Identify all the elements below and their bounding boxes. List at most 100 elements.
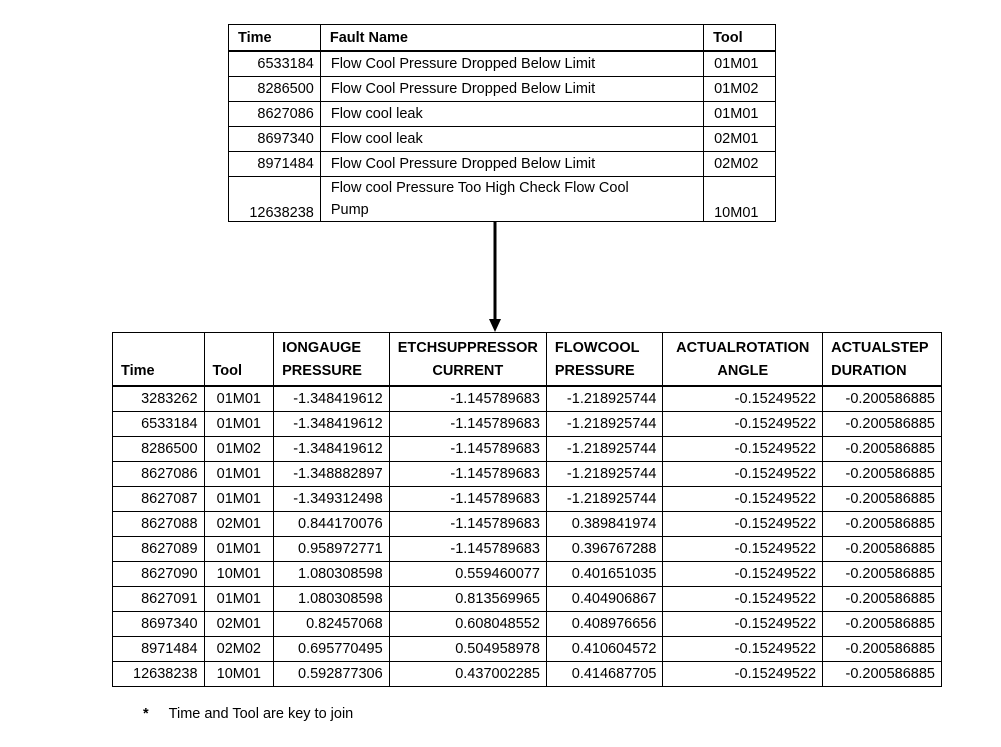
header-line: ACTUALROTATION [676,340,810,356]
tool-cell: 01M01 [203,536,275,562]
actualrotation-angle-cell: -0.15249522 [662,661,824,687]
flowcool-pressure-cell: 0.396767288 [545,536,664,562]
table-row: 8286500 Flow Cool Pressure Dropped Below… [228,76,776,102]
actualstep-duration-cell: -0.200586885 [822,461,942,487]
actualrotation-angle-cell: -0.15249522 [662,486,824,512]
iongauge-pressure-cell: 0.695770495 [273,636,390,662]
actualstep-duration-cell: -0.200586885 [822,411,942,437]
iongauge-pressure-cell: -1.348419612 [273,385,390,412]
actualrotation-angle-cell: -0.15249522 [662,436,824,462]
table-row: 6533184 Flow Cool Pressure Dropped Below… [228,50,776,77]
header-tool: Tool [203,332,275,387]
actualrotation-angle-cell: -0.15249522 [662,586,824,612]
header-tool: Tool [703,24,776,52]
actualstep-duration-cell: -0.200586885 [822,661,942,687]
header-actualrotation-angle: ACTUALROTATION ANGLE [662,332,824,387]
time-cell: 6533184 [228,50,321,77]
table-row: 8627086 Flow cool leak 01M01 [228,101,776,127]
etchsuppressor-current-cell: -1.145789683 [388,411,547,437]
actualstep-duration-cell: -0.200586885 [822,611,942,637]
flowcool-pressure-cell: 0.414687705 [545,661,664,687]
footnote: *Time and Tool are key to join [143,706,353,722]
header-time: Time [228,24,321,52]
actualstep-duration-cell: -0.200586885 [822,561,942,587]
tool-cell: 10M01 [703,176,776,222]
time-cell: 8697340 [228,126,321,152]
etchsuppressor-current-cell: -1.145789683 [388,511,547,537]
tool-cell: 01M01 [203,486,275,512]
flowcool-pressure-cell: -1.218925744 [545,486,664,512]
flowcool-pressure-cell: 0.408976656 [545,611,664,637]
flowcool-pressure-cell: 0.401651035 [545,561,664,587]
time-cell: 8627087 [112,486,205,512]
flowcool-pressure-cell: 0.404906867 [545,586,664,612]
etchsuppressor-current-cell: -1.145789683 [388,436,547,462]
iongauge-pressure-cell: 0.82457068 [273,611,390,637]
actualrotation-angle-cell: -0.15249522 [662,536,824,562]
tool-cell: 10M01 [203,561,275,587]
time-cell: 8627086 [112,461,205,487]
actualstep-duration-cell: -0.200586885 [822,436,942,462]
iongauge-pressure-cell: 1.080308598 [273,586,390,612]
tool-cell: 01M02 [703,76,776,102]
header-line: DURATION [831,363,907,379]
iongauge-pressure-cell: -1.349312498 [273,486,390,512]
etchsuppressor-current-cell: -1.145789683 [388,536,547,562]
fault-name-cell: Flow Cool Pressure Dropped Below Limit [319,76,705,102]
flowcool-pressure-cell: -1.218925744 [545,385,664,412]
etchsuppressor-current-cell: 0.437002285 [388,661,547,687]
tool-cell: 01M01 [203,411,275,437]
time-cell: 8627086 [228,101,321,127]
etchsuppressor-current-cell: 0.504958978 [388,636,547,662]
actualrotation-angle-cell: -0.15249522 [662,411,824,437]
actualrotation-angle-cell: -0.15249522 [662,636,824,662]
etchsuppressor-current-cell: -1.145789683 [388,385,547,412]
iongauge-pressure-cell: 0.958972771 [273,536,390,562]
fault-name-line: Flow cool Pressure Too High Check Flow C… [330,180,629,196]
flowcool-pressure-cell: -1.218925744 [545,436,664,462]
fault-name-cell: Flow Cool Pressure Dropped Below Limit [319,151,705,177]
header-line: PRESSURE [554,363,635,379]
header-line: CURRENT [432,363,504,379]
actualstep-duration-cell: -0.200586885 [822,536,942,562]
actualrotation-angle-cell: -0.15249522 [662,611,824,637]
iongauge-pressure-cell: 0.592877306 [273,661,390,687]
iongauge-pressure-cell: 1.080308598 [273,561,390,587]
tool-cell: 01M01 [203,586,275,612]
fault-name-cell: Flow Cool Pressure Dropped Below Limit [319,50,705,77]
header-fault-name: Fault Name [319,24,705,52]
header-line: FLOWCOOL [554,340,640,356]
actualstep-duration-cell: -0.200586885 [822,636,942,662]
header-flowcool-pressure: FLOWCOOL PRESSURE [545,332,664,387]
tool-cell: 10M01 [203,661,275,687]
time-cell: 3283262 [112,385,205,412]
etchsuppressor-current-cell: 0.608048552 [388,611,547,637]
time-cell: 8697340 [112,611,205,637]
header-line: ANGLE [717,363,769,379]
header-line: IONGAUGE [282,340,362,356]
flowcool-pressure-cell: 0.389841974 [545,511,664,537]
fault-table-header: Time Fault Name Tool [228,24,776,52]
header-line: Tool [212,363,243,379]
actualstep-duration-cell: -0.200586885 [822,486,942,512]
time-cell: 8627088 [112,511,205,537]
etchsuppressor-current-cell: -1.145789683 [388,461,547,487]
etchsuppressor-current-cell: 0.559460077 [388,561,547,587]
time-cell: 8286500 [112,436,205,462]
actualstep-duration-cell: -0.200586885 [822,511,942,537]
time-cell: 6533184 [112,411,205,437]
footnote-marker: * [143,706,149,722]
